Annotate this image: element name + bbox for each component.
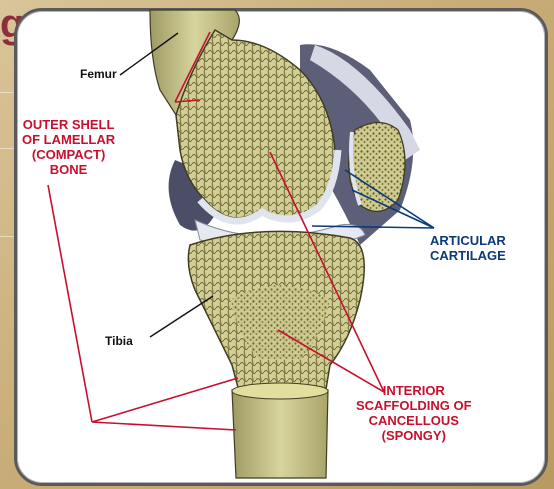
label-femur: Femur [80, 67, 117, 81]
label-outer-shell: OUTER SHELL OF LAMELLAR (COMPACT) BONE [22, 117, 115, 177]
label-articular-cartilage: ARTICULAR CARTILAGE [430, 233, 506, 263]
tibia-shaft [232, 390, 328, 478]
label-tibia: Tibia [105, 334, 133, 348]
label-interior-scaffolding: INTERIOR SCAFFOLDING OF CANCELLOUS (SPON… [356, 383, 472, 443]
